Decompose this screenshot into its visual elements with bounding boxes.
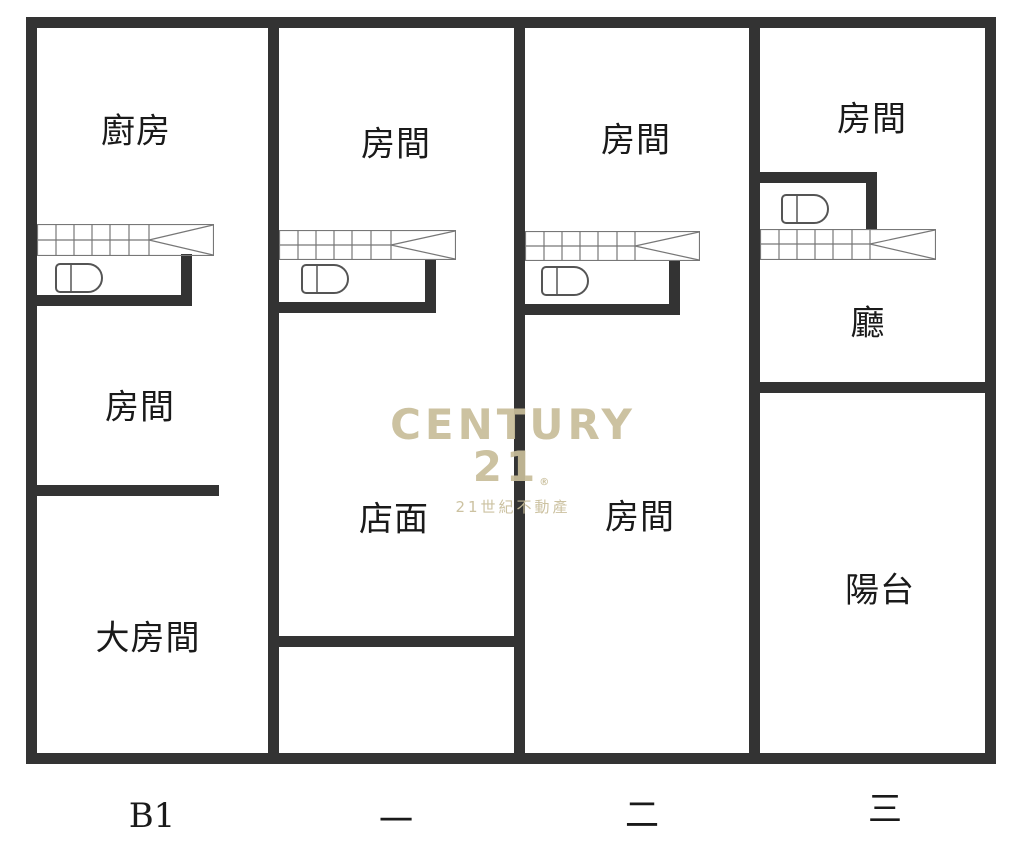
outer-wall-top	[26, 17, 996, 28]
f1-bath-wall-side	[425, 259, 436, 313]
b1-stairs-icon	[37, 224, 214, 256]
watermark-brand: CENTURY 21®	[358, 404, 668, 488]
floor-label-f3: 三	[868, 789, 902, 830]
f3-bath-wall-top	[749, 172, 877, 183]
room-label-f1-room: 房間	[361, 124, 431, 165]
b1-partition	[26, 485, 219, 496]
room-label-f3-hall: 廳	[850, 303, 886, 344]
watermark-brand-text: CENTURY 21	[390, 400, 636, 491]
f1-bath-wall-bottom	[268, 302, 436, 313]
f2-bath-wall-bottom	[514, 304, 680, 315]
divider-f1-f2	[514, 17, 525, 764]
floor-label-b1: B1	[128, 796, 176, 836]
room-label-f3-room: 房間	[837, 99, 907, 140]
f3-partition	[749, 382, 996, 393]
outer-wall-bottom	[26, 753, 996, 764]
room-label-f2-room-top: 房間	[601, 120, 671, 161]
room-label-b1-kitchen: 廚房	[101, 111, 171, 152]
f3-bath-wall-side	[866, 172, 877, 230]
f1-partition	[268, 636, 525, 647]
b1-bath-wall-side	[181, 254, 192, 306]
room-label-b1-room: 房間	[105, 387, 175, 428]
room-label-f3-balcony: 陽台	[845, 570, 915, 611]
outer-wall-left	[26, 17, 37, 764]
divider-b1-f1	[268, 17, 279, 764]
century21-watermark: CENTURY 21® 21世紀不動產	[358, 404, 668, 517]
b1-toilet-icon	[55, 263, 103, 293]
f3-stairs-icon	[760, 229, 936, 260]
f1-toilet-icon	[301, 264, 349, 294]
registered-mark: ®	[539, 477, 554, 488]
room-label-f1-storefront: 店面	[359, 499, 429, 540]
f1-stairs-icon	[279, 230, 456, 260]
b1-bath-wall-bottom	[26, 295, 192, 306]
floor-label-f2: 二	[625, 795, 659, 836]
room-label-f2-room-bottom: 房間	[605, 497, 675, 538]
room-label-b1-big-room: 大房間	[95, 618, 201, 659]
watermark-subtitle: 21世紀不動產	[455, 498, 571, 516]
f3-toilet-icon	[781, 194, 829, 224]
floor-label-f1: 一	[379, 801, 413, 842]
f2-bath-wall-side	[669, 260, 680, 315]
f2-toilet-icon	[541, 266, 589, 296]
f2-stairs-icon	[525, 231, 700, 261]
